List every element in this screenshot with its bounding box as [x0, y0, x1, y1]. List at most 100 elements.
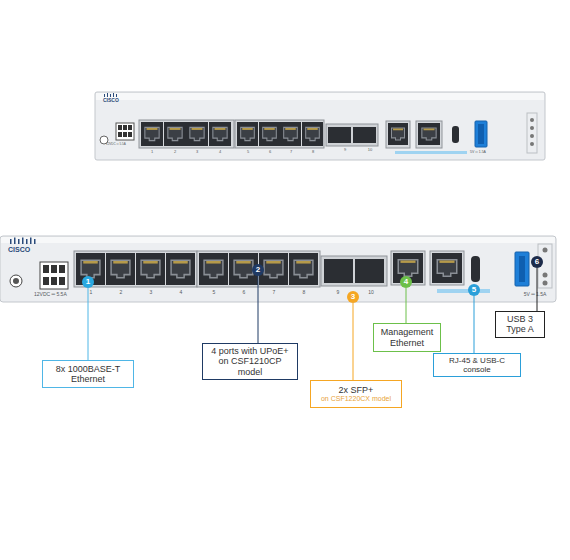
status-icon [530, 134, 534, 138]
bottom-device [0, 236, 556, 302]
rj45-port [136, 253, 165, 285]
device-label: 8 [303, 290, 306, 295]
status-icon [530, 118, 534, 122]
port-block [386, 121, 410, 148]
rj45-port [199, 253, 228, 285]
device-label: 7 [273, 290, 276, 295]
status-icon [530, 142, 534, 146]
usb-a-port [475, 121, 487, 147]
device-label: CISCO [8, 246, 30, 253]
usb-a-tongue [478, 124, 484, 144]
leader-line [88, 288, 89, 360]
power-button-core [13, 278, 19, 284]
label-strip [395, 151, 467, 154]
usb-a-tongue [519, 256, 525, 282]
callout-number: 4 [400, 276, 412, 288]
callout-number: 3 [347, 291, 359, 303]
callout-box: 4 ports with UPoE+ on CSF1210CP model [202, 343, 298, 380]
status-icon [543, 281, 548, 286]
chassis-top [1, 237, 555, 243]
sfp-cage [321, 256, 387, 286]
callout-box: 8x 1000BASE-T Ethernet [42, 360, 134, 388]
console-port [418, 123, 440, 145]
device-label: 3 [196, 150, 198, 154]
leader-line [353, 303, 354, 380]
port-block [139, 120, 234, 148]
rj45-port [289, 253, 318, 285]
usb-c-port [471, 256, 480, 282]
rj45-port [259, 122, 280, 146]
port-block [197, 251, 320, 287]
callout-text: 6 [535, 256, 539, 268]
device-label: 6 [269, 150, 271, 154]
device-label: 2 [120, 290, 123, 295]
callout-box: Management Ethernet [373, 323, 441, 352]
rj45-port [106, 253, 135, 285]
console-port [432, 253, 462, 283]
label-strip [437, 289, 490, 293]
device-label: 12VDC ═ 5.5A [34, 292, 67, 297]
device-label: CISCO [103, 98, 119, 103]
usb-a-port [515, 252, 529, 286]
callout-text: 5 [472, 284, 476, 296]
sfp-slot [324, 259, 353, 283]
leader-line [258, 276, 259, 343]
port-block [74, 251, 197, 287]
callout-number: 1 [82, 276, 94, 288]
device-label: 9 [344, 148, 346, 152]
power-pins [118, 125, 132, 137]
device-label: 7 [290, 150, 292, 154]
callout-number: 5 [468, 284, 480, 296]
port-block [235, 120, 324, 148]
power-pins [43, 265, 65, 285]
rj45-port [209, 122, 231, 146]
power-connector [40, 262, 68, 289]
device-label: 5V ═ 1.5A [524, 292, 547, 297]
top-device [95, 92, 545, 160]
device-label: 2 [174, 150, 176, 154]
logo-bars [104, 93, 117, 97]
sfp-slot [355, 259, 384, 283]
callout-box: RJ-45 & USB-C console [433, 353, 521, 377]
callout-box: USB 3 Type A [495, 311, 545, 338]
rj45-port [164, 122, 186, 146]
sfp-slot [328, 127, 351, 143]
logo-bars [10, 238, 36, 245]
callout-text: 4 [404, 276, 408, 288]
device-label: 1 [90, 290, 93, 295]
rj45-port [280, 122, 301, 146]
rj45-port [237, 122, 258, 146]
device-label: 5V ═ 1.5A [470, 151, 486, 155]
callout-text: 2x SFP+ [339, 385, 374, 395]
device-label: 5 [247, 150, 249, 154]
leader-line [406, 288, 407, 323]
callout-note: on CSF1220CX model [321, 395, 391, 403]
device-label: 6 [243, 290, 246, 295]
chassis [95, 92, 545, 160]
callout-text: RJ-45 & USB-C console [437, 356, 517, 374]
callout-number: 6 [531, 256, 543, 268]
leader-line [474, 296, 475, 353]
mgmt-port [388, 123, 408, 145]
callout-text: 8x 1000BASE-T Ethernet [46, 364, 130, 385]
callout-box: 2x SFP+on CSF1220CX model [310, 380, 402, 408]
device-label: 8 [312, 150, 314, 154]
port-block [430, 251, 464, 285]
callout-text: 2 [256, 264, 260, 276]
device-label: 3 [150, 290, 153, 295]
device-label: 10 [368, 148, 372, 152]
callout-text: 4 ports with UPoE+ on CSF1210CP model [206, 346, 294, 377]
device-label: 10 [368, 290, 374, 295]
callout-text: 1 [86, 276, 90, 288]
sfp-slot [353, 127, 376, 143]
callout-text: USB 3 Type A [499, 314, 541, 335]
usb-c-port [452, 126, 459, 143]
status-icon [543, 248, 548, 253]
sfp-cage [326, 124, 378, 146]
power-button [10, 275, 22, 287]
status-panel [527, 113, 537, 153]
chassis [0, 236, 556, 302]
status-icon [530, 126, 534, 130]
